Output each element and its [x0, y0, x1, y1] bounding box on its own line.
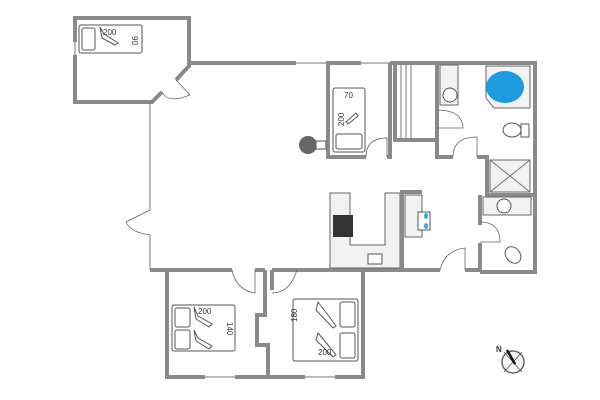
bed-length-label: 200 [318, 348, 332, 357]
compass: N [496, 345, 525, 374]
bed-length-label: 200 [337, 112, 346, 126]
kitchen [329, 190, 431, 270]
bathroom [435, 63, 533, 197]
wc [478, 195, 532, 272]
bed-width-label: 90 [130, 36, 139, 45]
sink [442, 87, 458, 103]
spa-bath [486, 71, 524, 103]
bedroom-lower-left: 200 140 [165, 270, 270, 379]
toilet [502, 122, 522, 138]
bed-length-label: 200 [103, 28, 117, 37]
toilet [504, 246, 522, 264]
bedroom-lower-right: 180 200 [268, 269, 365, 379]
sink [496, 198, 512, 214]
bed-width-label: 70 [344, 91, 353, 100]
bedroom-small: 70 200 [299, 63, 392, 159]
north-label: N [496, 345, 502, 354]
shower [489, 159, 531, 193]
fireplace [299, 136, 317, 154]
outer-walls [125, 61, 537, 294]
stove [333, 215, 353, 237]
kitchen-sink [367, 253, 383, 265]
staircase [393, 63, 439, 142]
bed-width-label: 140 [225, 322, 234, 336]
bed-length-label: 200 [198, 307, 212, 316]
bed-width-label: 180 [290, 308, 299, 322]
bedroom-top-left: 200 90 [73, 16, 191, 104]
